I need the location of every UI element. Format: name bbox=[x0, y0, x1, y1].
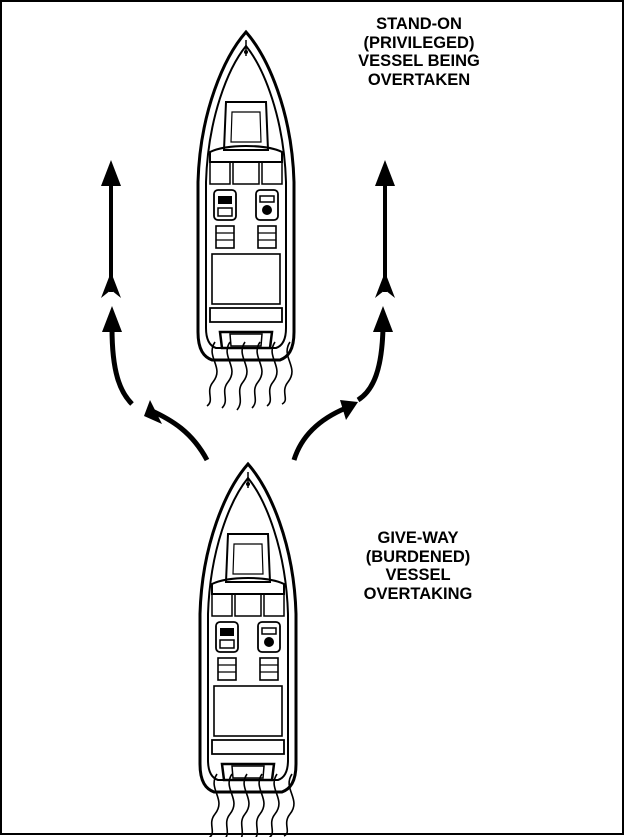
stand-on-label-line: (PRIVILEGED) bbox=[334, 34, 504, 53]
give-way-label-line: (BURDENED) bbox=[348, 548, 488, 567]
give-way-label-line: OVERTAKING bbox=[348, 585, 488, 604]
stand-on-vessel bbox=[198, 32, 294, 360]
stand-on-label-line: STAND-ON bbox=[334, 15, 504, 34]
stand-on-label-line: OVERTAKEN bbox=[334, 71, 504, 90]
give-way-label-line: VESSEL bbox=[348, 566, 488, 585]
give-way-vessel bbox=[200, 464, 296, 792]
stand-on-label-line: VESSEL BEING bbox=[334, 52, 504, 71]
give-way-vessel-label: GIVE-WAY (BURDENED) VESSEL OVERTAKING bbox=[348, 529, 488, 603]
left-overtaking-path bbox=[102, 306, 207, 460]
stand-on-vessel-label: STAND-ON (PRIVILEGED) VESSEL BEING OVERT… bbox=[334, 15, 504, 89]
left-straight-arrow bbox=[101, 160, 121, 298]
right-straight-arrow bbox=[375, 160, 395, 298]
right-overtaking-path bbox=[294, 306, 393, 460]
give-way-label-line: GIVE-WAY bbox=[348, 529, 488, 548]
